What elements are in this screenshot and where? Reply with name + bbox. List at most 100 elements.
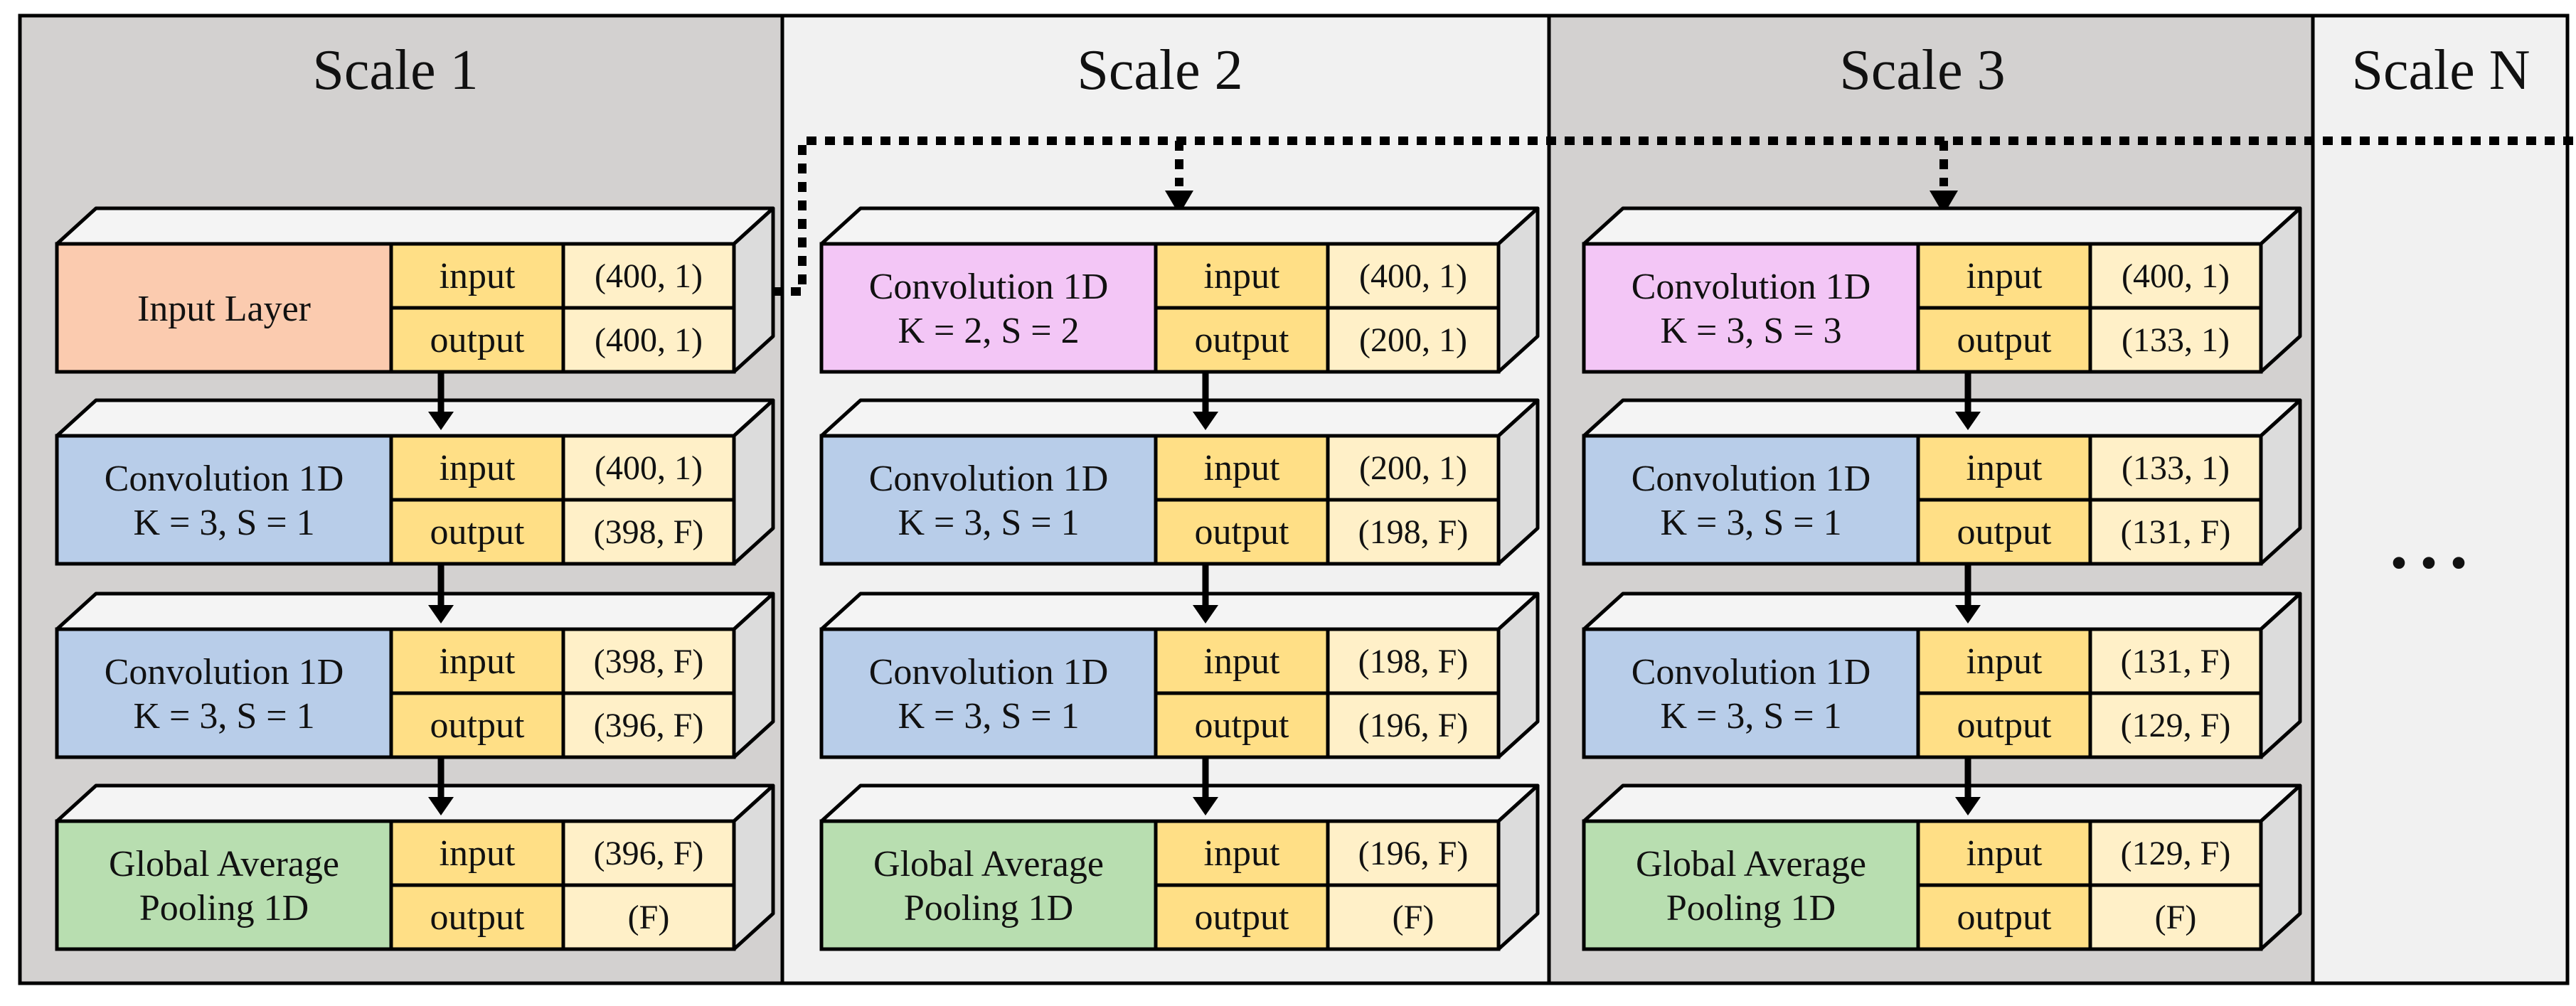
input-shape-value: (200, 1) (1359, 449, 1467, 487)
input-shape-cell (2088, 819, 2263, 887)
input-label: input (1204, 641, 1280, 682)
block-top-face (55, 592, 775, 631)
flow-arrow-head (1193, 412, 1218, 430)
layer-label-box (1582, 242, 1920, 374)
input-shape-value: (133, 1) (2122, 449, 2230, 487)
output-cell (1916, 306, 2092, 374)
layer-label-box (1582, 434, 1920, 566)
scale-title-1: Scale 1 (312, 39, 478, 102)
output-label: output (1957, 512, 2052, 552)
layer-label-line-2: K = 3, S = 1 (1660, 696, 1841, 737)
flow-arrow-head (428, 605, 454, 624)
layer-label-line-2: Pooling 1D (1666, 888, 1836, 929)
input-label: input (440, 256, 516, 296)
block-top-face (1582, 206, 2302, 246)
input-shape-cell (1326, 819, 1501, 887)
input-shape-cell (1326, 434, 1501, 502)
input-broadcast-line (754, 137, 2576, 296)
block-top-face (55, 206, 775, 246)
output-label: output (1957, 705, 2052, 746)
flow-arrows (428, 372, 1981, 815)
input-shape-value: (398, F) (594, 643, 704, 680)
ellipsis: • • • (2390, 536, 2468, 591)
input-cell (1916, 819, 2092, 887)
input-label: input (1966, 641, 2043, 682)
layer-label-line-1: Convolution 1D (869, 652, 1109, 692)
input-cell (1916, 242, 2092, 310)
output-shape-cell (2088, 306, 2263, 374)
input-shape-cell (561, 819, 736, 887)
output-cell (1154, 306, 1330, 374)
layer-label-box (819, 242, 1158, 374)
scale-3-input-arrow-head (1930, 191, 1958, 215)
output-shape-cell (1326, 498, 1501, 566)
block-top-face (819, 206, 1540, 246)
input-label: input (1204, 833, 1280, 874)
flow-arrow-head (428, 412, 454, 430)
layer-label-line-2: Pooling 1D (904, 888, 1073, 929)
layer-label-line-2: K = 3, S = 1 (898, 696, 1079, 737)
block-top-face (819, 783, 1540, 823)
layer-label-box (1582, 627, 1920, 759)
layer-label-box (55, 434, 393, 566)
layer-label-line-1: Global Average (1636, 844, 1866, 884)
layer-label-line-2: K = 3, S = 1 (1660, 503, 1841, 543)
output-label: output (1195, 512, 1289, 552)
block-top-face (819, 592, 1540, 631)
scale-panel-4 (2311, 14, 2570, 985)
output-shape-cell (561, 498, 736, 566)
output-shape-cell (561, 306, 736, 374)
input-shape-cell (2088, 434, 2263, 502)
connectors (754, 137, 2576, 296)
input-label: input (1204, 448, 1280, 488)
layer-label-line-2: K = 3, S = 1 (898, 503, 1079, 543)
output-cell (389, 306, 565, 374)
flow-arrow-head (1955, 412, 1981, 430)
output-label: output (430, 897, 525, 938)
output-label: output (1957, 320, 2052, 360)
scale-title-3: Scale 3 (1839, 39, 2005, 102)
layer-label-box (55, 242, 393, 374)
output-label: output (1195, 897, 1289, 938)
input-shape-cell (561, 242, 736, 310)
flow-arrow-head (1955, 605, 1981, 624)
output-shape-cell (1326, 306, 1501, 374)
input-shape-value: (400, 1) (2122, 257, 2230, 295)
flow-arrow-head (1193, 797, 1218, 815)
block-top-face (55, 398, 775, 438)
output-label: output (1957, 897, 2052, 938)
input-shape-value: (400, 1) (595, 449, 703, 487)
flow-arrow-head (1193, 605, 1218, 624)
input-shape-value: (400, 1) (595, 257, 703, 295)
output-shape-cell (2088, 691, 2263, 759)
output-shape-value: (F) (628, 899, 670, 936)
output-shape-value: (198, F) (1358, 513, 1469, 551)
scale-2-input-arrow-head (1165, 191, 1193, 215)
input-label: input (1966, 833, 2043, 874)
output-cell (1916, 691, 2092, 759)
output-shape-value: (133, 1) (2122, 321, 2230, 359)
input-shape-value: (198, F) (1358, 643, 1469, 680)
layer-label-box (819, 627, 1158, 759)
layer-label-line-1: Convolution 1D (105, 459, 344, 499)
input-shape-value: (400, 1) (1359, 257, 1467, 295)
output-shape-cell (561, 691, 736, 759)
input-label: input (440, 833, 516, 874)
output-shape-cell (1326, 883, 1501, 951)
layer-label-line-2: K = 3, S = 1 (133, 503, 314, 543)
output-cell (1916, 883, 2092, 951)
input-shape-value: (396, F) (594, 835, 704, 872)
output-shape-cell (2088, 883, 2263, 951)
layer-label-line-1: Convolution 1D (105, 652, 344, 692)
block-top-face (1582, 398, 2302, 438)
input-shape-value: (131, F) (2121, 643, 2231, 680)
output-cell (1154, 498, 1330, 566)
input-label: input (440, 641, 516, 682)
